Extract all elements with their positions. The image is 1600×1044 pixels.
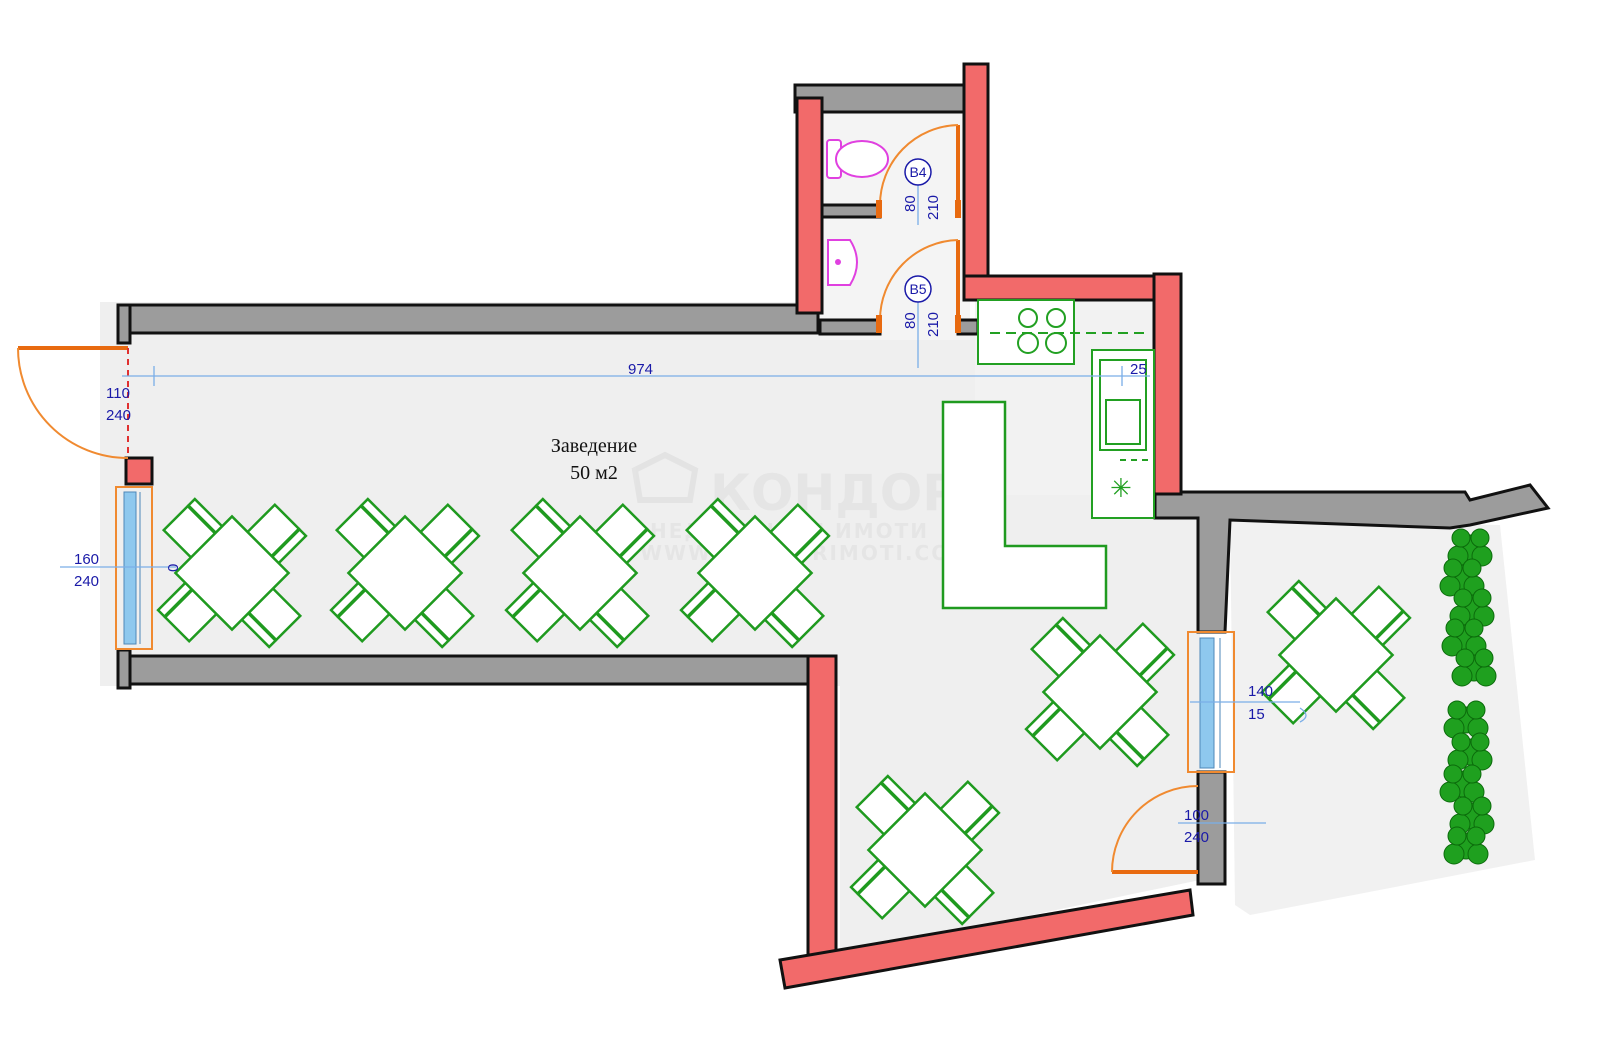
exterior-walls [124,62,1195,990]
door-height-label: 210 [925,195,942,220]
terrace-door-height: 240 [1184,829,1209,846]
door-height-label: 210 [925,312,942,337]
dimension-labels: 974 25 110 240 160 240 0 140 15 100 240 [74,361,1273,846]
dimension-lines [60,185,1307,824]
toilet [826,139,889,179]
table-set [504,497,656,649]
end-partial-label: 25 [1130,361,1147,378]
door-tag-label: B4 [909,164,926,180]
table-set [1260,579,1412,731]
terrace-door [1111,785,1199,874]
west-jamb-top [116,303,132,345]
door-width-label: 80 [902,195,919,212]
south-wall-main [126,654,820,686]
room-label: Заведение 50 м2 [551,435,637,484]
west-jamb-bottom [116,648,132,690]
door-width-label: 80 [902,312,919,329]
wc-partition [818,203,882,219]
table-set [1024,616,1176,768]
terrace-north-wall [1153,483,1551,634]
terrace-window-width: 140 [1248,683,1273,700]
kitchen-north-wall [962,274,1181,302]
door-tag-label: B5 [909,281,926,297]
room-name: Заведение [551,435,637,457]
south-wing-west-wall [806,654,838,958]
west-window-height: 240 [74,573,99,590]
bar-counter [941,400,1108,610]
washbasin [827,239,858,286]
kitchen: ✳ [977,299,1155,519]
wc-west-wall [795,96,824,315]
door-b4 [876,124,961,218]
watermark-brand: КОНДОР [710,464,959,522]
wc-south-wall-left [818,318,882,336]
room-area: 50 м2 [570,462,618,484]
table-set [156,497,308,649]
door-tag-b5: B5 80 210 [902,275,942,337]
terrace-door-width: 100 [1184,807,1209,824]
table-set [849,774,1001,926]
entrance-door-height: 240 [106,407,131,424]
range-hood-icon: ✳ [1110,474,1132,504]
west-window-width: 160 [74,551,99,568]
entrance-door [17,346,129,459]
door-tag-b4: B4 80 210 [902,158,942,220]
west-window [115,486,153,650]
main-length-label: 974 [628,361,653,378]
south-wing-south-wall [778,888,1195,990]
table-set [329,497,481,649]
terrace-window-height: 15 [1248,706,1265,723]
terrace-east-wall [1196,770,1227,886]
entrance-door-width: 110 [106,385,130,402]
wc-east-wall [962,62,990,301]
west-window-sill: 0 [165,564,182,572]
door-b5 [876,239,961,333]
west-pier [124,456,154,486]
table-set [679,497,831,649]
kitchen-east-wall [1152,272,1183,496]
north-wall-main [126,303,820,335]
interior-walls [116,83,1551,886]
